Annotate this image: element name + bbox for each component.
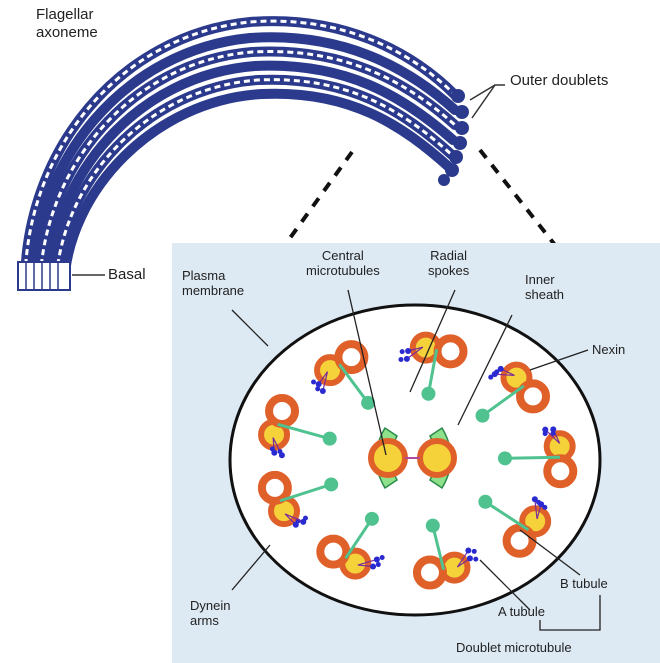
dynein-arm	[270, 446, 275, 451]
dynein-arm	[465, 548, 471, 554]
b-tubule	[262, 475, 288, 501]
dynein-arm	[404, 356, 410, 362]
label-outer-doublets: Outer doublets	[510, 72, 608, 90]
radial-spoke-head	[323, 432, 337, 446]
dynein-arm	[543, 431, 548, 436]
dynein-arm	[542, 505, 547, 510]
dynein-arm	[277, 449, 282, 454]
label-inner-sheath: Inner sheath	[525, 272, 564, 302]
radial-spoke-head	[478, 495, 492, 509]
dynein-arm	[376, 562, 381, 567]
dynein-arm	[467, 555, 473, 561]
central-microtubule-left	[371, 441, 405, 475]
dynein-arm	[315, 386, 320, 391]
b-tubule	[507, 528, 533, 554]
radial-spoke-head	[365, 512, 379, 526]
dynein-arm	[380, 555, 385, 560]
dynein-arm	[472, 549, 477, 554]
label-plasma-membrane: Plasma membrane	[182, 268, 244, 298]
dynein-arm	[320, 388, 326, 394]
central-microtubule-right	[420, 441, 454, 475]
doublet-microtubule	[542, 426, 573, 484]
b-tubule	[417, 560, 443, 586]
label-nexin: Nexin	[592, 342, 625, 357]
b-tubule	[438, 338, 464, 364]
dynein-arm	[374, 556, 380, 562]
dynein-arm	[488, 375, 493, 380]
label-central-microtubules: Central microtubules	[306, 248, 380, 278]
radial-spoke-head	[426, 519, 440, 533]
dynein-arm	[405, 348, 411, 354]
label-flagellar-axoneme: Flagellar axoneme	[36, 6, 98, 42]
b-tubule	[320, 539, 346, 565]
label-doublet-microtubule: Doublet microtubule	[456, 640, 572, 655]
dynein-arm	[311, 380, 316, 385]
b-tubule	[269, 398, 295, 424]
dynein-arm	[370, 563, 376, 569]
radial-spoke-head	[324, 477, 338, 491]
radial-spoke-head	[421, 387, 435, 401]
label-basal: Basal	[108, 266, 146, 284]
dynein-arm	[473, 557, 478, 562]
dynein-arm	[398, 357, 403, 362]
dynein-arm	[316, 381, 322, 387]
dynein-arm	[536, 500, 541, 505]
radial-spoke-head	[498, 451, 512, 465]
b-tubule	[547, 458, 573, 484]
dynein-arm	[303, 516, 308, 521]
label-b-tubule: B tubule	[560, 576, 608, 591]
dynein-arm	[400, 349, 405, 354]
radial-spoke-head	[476, 409, 490, 423]
label-radial-spokes: Radial spokes	[428, 248, 469, 278]
label-a-tubule: A tubule	[498, 604, 545, 619]
label-dynein-arms: Dynein arms	[190, 598, 230, 628]
